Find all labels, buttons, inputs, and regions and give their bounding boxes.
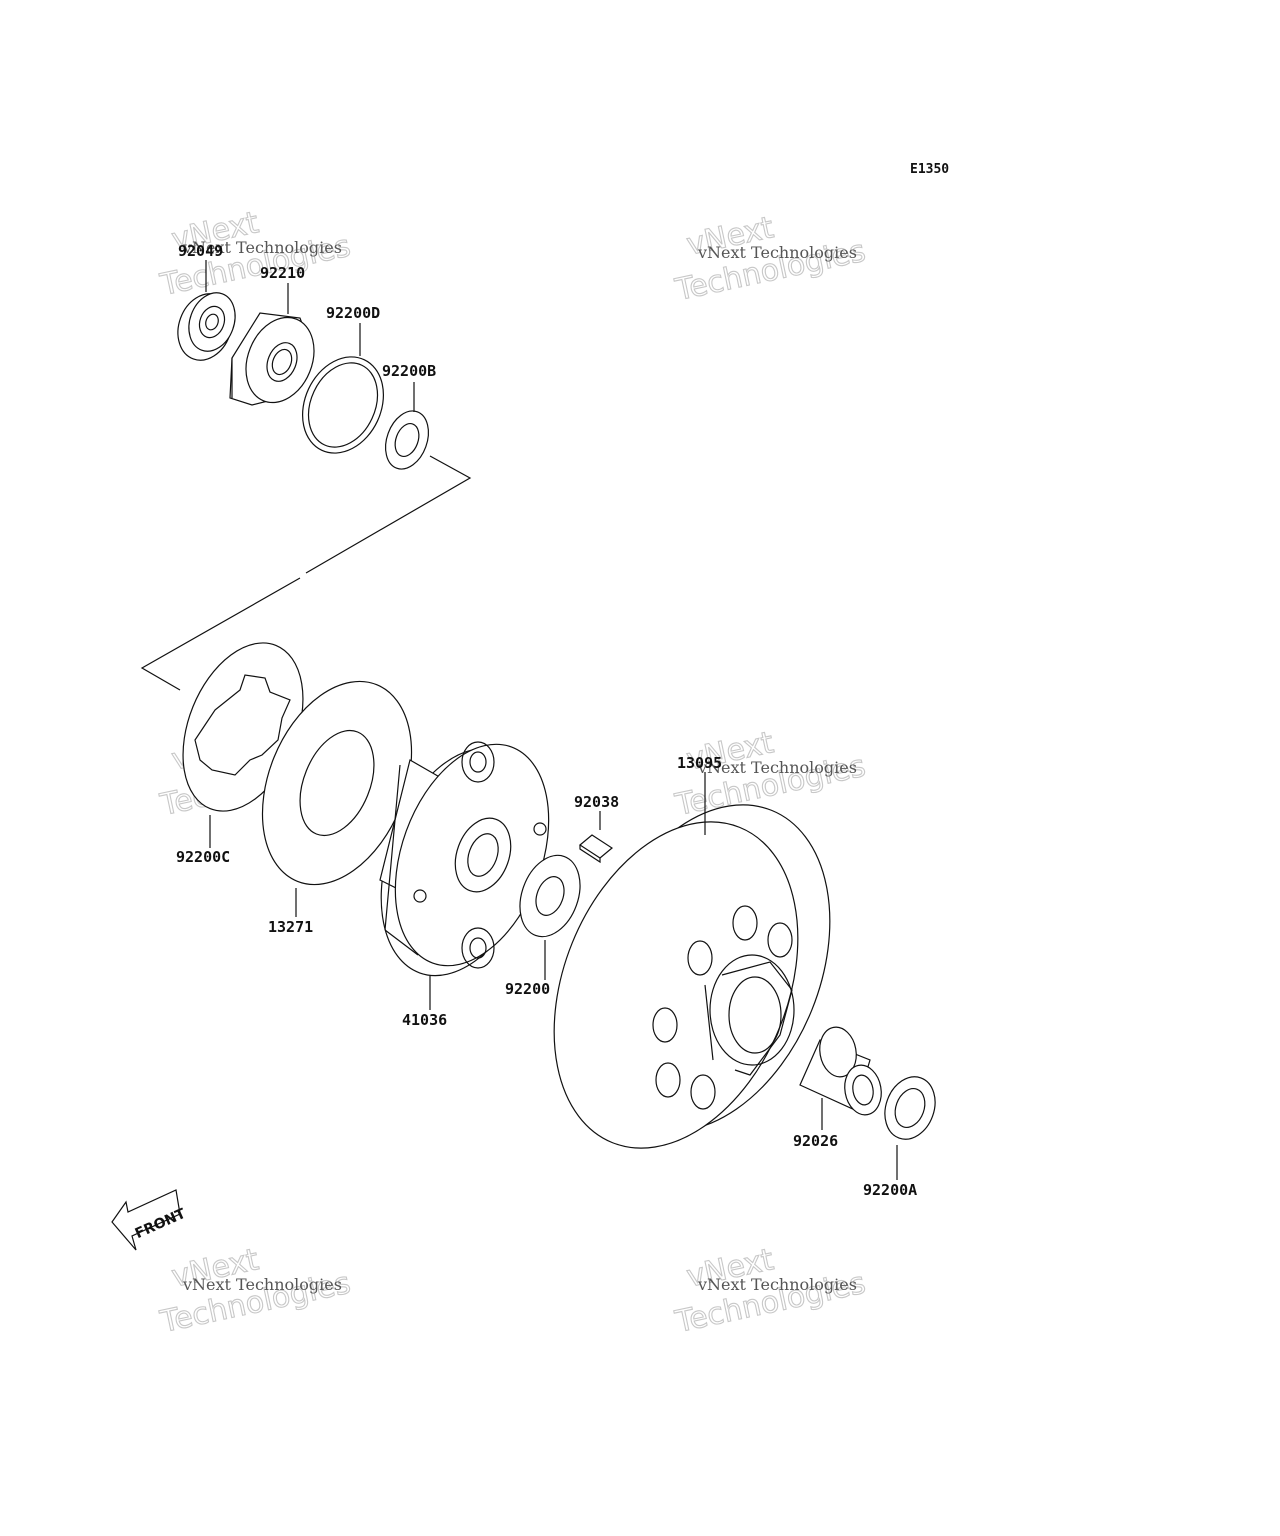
part-13095-drawing [553,804,831,1149]
part-label-92200: 92200 [505,980,550,998]
part-92200a-drawing [884,1076,936,1140]
part-label-92200c: 92200C [176,848,230,866]
leader-lines [205,260,898,1180]
watermark-bottom-right: vNext Technologies vNext Technologies [671,1242,869,1341]
diagram-code: E1350 [910,162,949,177]
part-92200-drawing [519,854,581,938]
part-label-92049: 92049 [178,242,223,260]
part-label-92210: 92210 [260,264,305,282]
part-label-13271: 13271 [268,918,313,936]
svg-text:vNext Technologies: vNext Technologies [182,238,342,257]
assembly-axis-line [140,455,472,691]
part-92038-drawing [578,834,614,864]
part-41036-drawing [379,741,550,977]
part-label-92038: 92038 [574,793,619,811]
part-92026-drawing [799,1026,882,1116]
part-92200d-drawing [301,356,385,454]
svg-text:vNext Technologies: vNext Technologies [182,1275,342,1294]
part-92210-drawing [229,312,315,406]
part-label-41036: 41036 [402,1011,447,1029]
watermark-top-left: vNext Technologies vNext Technologies [156,205,354,304]
part-label-13095: 13095 [677,754,722,772]
watermark-bottom-left: vNext Technologies vNext Technologies [156,1242,354,1341]
svg-text:vNext Technologies: vNext Technologies [697,1275,857,1294]
part-label-92200d: 92200D [326,304,380,322]
watermark-top-right: vNext Technologies vNext Technologies [671,210,869,309]
part-92049-drawing [177,292,236,361]
part-label-92026: 92026 [793,1132,838,1150]
svg-text:vNext Technologies: vNext Technologies [697,243,857,262]
front-direction-arrow: FRONT [111,1189,189,1251]
svg-text:vNext Technologies: vNext Technologies [697,758,857,777]
part-92200b-drawing [384,410,430,470]
part-label-92200a: 92200A [863,1181,917,1199]
part-label-92200b: 92200B [382,362,436,380]
